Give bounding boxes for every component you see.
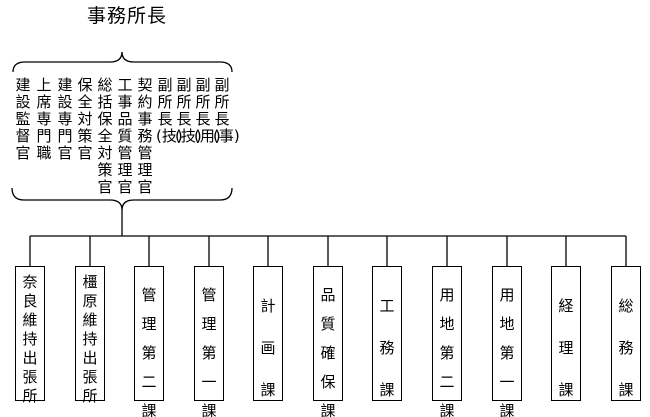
section-box-accounting: 経理課 <box>551 266 581 401</box>
section-label: 計画課 <box>260 297 276 399</box>
section-label: 管理第一課 <box>201 286 217 417</box>
section-box-nara-office: 奈良維持出張所 <box>15 266 45 405</box>
section-label: 総務課 <box>618 297 634 399</box>
section-label: 経理課 <box>558 297 574 399</box>
section-label: 用地第一課 <box>499 286 515 417</box>
section-box-general-affairs: 総務課 <box>611 266 641 401</box>
staff-position: 保全対策官 <box>77 76 93 162</box>
section-label: 用地第二課 <box>439 286 455 417</box>
staff-position: 工事品質管理官 <box>117 76 133 196</box>
section-label: 品質確保課 <box>320 286 336 417</box>
section-box-quality: 品質確保課 <box>313 266 343 417</box>
section-box-management-2: 管理第二課 <box>134 266 164 417</box>
section-box-engineering: 工務課 <box>372 266 402 401</box>
staff-position: 契約事務管理官 <box>137 76 153 196</box>
section-box-planning: 計画課 <box>253 266 283 401</box>
head-title: 事務所長 <box>86 5 167 27</box>
staff-position: 上席専門職 <box>36 76 52 162</box>
top-brace <box>12 51 233 73</box>
section-label: 工務課 <box>379 297 395 399</box>
staff-position: 総括保全対策官 <box>97 76 113 196</box>
section-label: 奈良維持出張所 <box>22 273 38 405</box>
staff-position: 副所長(技) <box>175 76 202 145</box>
section-box-land-1: 用地第一課 <box>492 266 522 417</box>
staff-position: 建設専門官 <box>57 76 73 162</box>
staff-position: 副所長(用) <box>194 76 221 145</box>
section-label: 管理第二課 <box>141 286 157 417</box>
staff-position: 副所長(事) <box>213 76 240 145</box>
section-box-land-2: 用地第二課 <box>432 266 462 417</box>
section-label: 橿原維持出張所 <box>82 273 98 405</box>
section-box-kashihara-office: 橿原維持出張所 <box>75 266 105 405</box>
section-box-management-1: 管理第一課 <box>194 266 224 417</box>
staff-position: 建設監督官 <box>15 76 31 162</box>
staff-position: 副所長(技) <box>156 76 183 145</box>
